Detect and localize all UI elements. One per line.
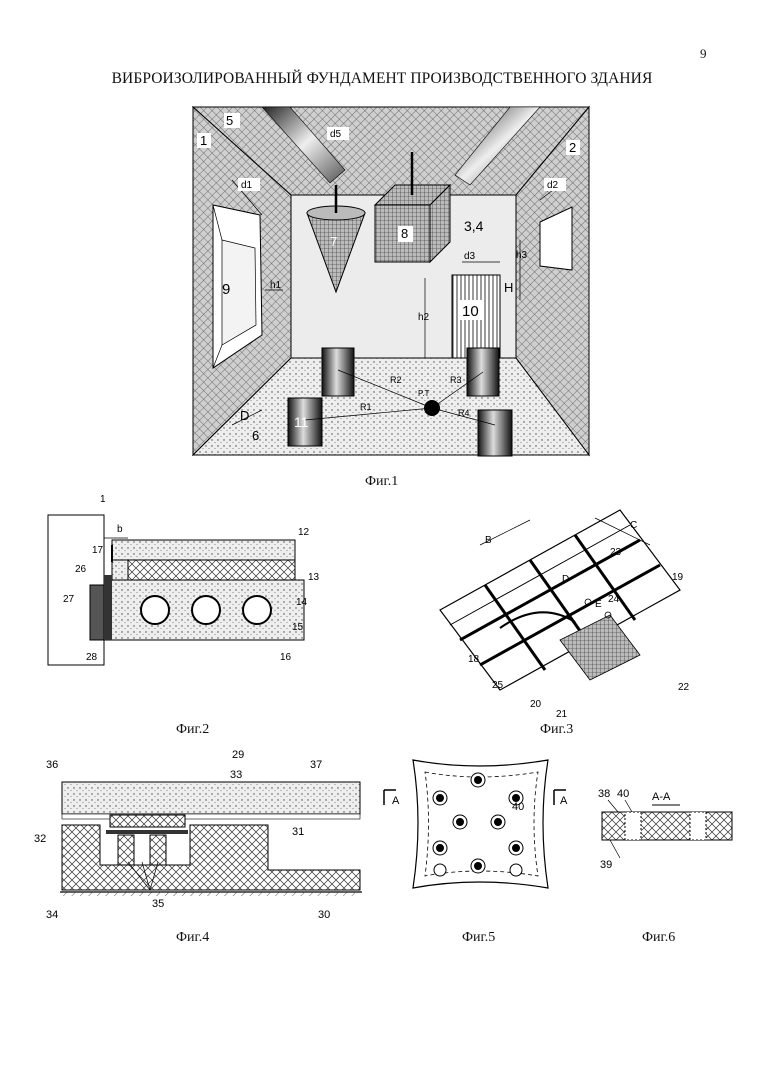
- fig1-label-d5: d5: [330, 129, 342, 140]
- fig3-label-E: E: [595, 599, 602, 610]
- fig1-label-d3: d3: [464, 251, 476, 262]
- fig4-label-29: 29: [232, 749, 244, 761]
- fig3-label-19: 19: [672, 572, 684, 583]
- fig1-label-8: 8: [401, 226, 408, 241]
- fig2-labels: 1 b 17 12 13 14 15 16 26 27 28: [63, 494, 320, 663]
- fig6-caption: Фиг.6: [642, 930, 676, 945]
- fig1-label-r3: R3: [450, 375, 462, 385]
- fig2-label-28: 28: [86, 652, 98, 663]
- fig5-label-A-right: A: [560, 795, 568, 807]
- fig1-label-9: 9: [222, 281, 230, 298]
- fig3-grid-drawing: [439, 509, 681, 691]
- fig4-label-36: 36: [46, 759, 58, 771]
- fig4-label-35: 35: [152, 898, 164, 910]
- fig1-label-11: 11: [294, 414, 309, 430]
- fig1-label-pt: P.T: [418, 389, 430, 398]
- fig1-label-H: H: [504, 280, 513, 295]
- fig1-label-r2: R2: [390, 375, 402, 385]
- fig1-label-r1: R1: [360, 402, 372, 412]
- fig6-labels: 38 40 A-A 39: [598, 788, 671, 871]
- fig3-label-20: 20: [530, 699, 542, 710]
- fig5-caption: Фиг.5: [462, 930, 496, 945]
- fig1-labels: 5 1 2 d5 d1 d2 3,4 7 8 d3 h3 H 9 h1 h2 1…: [197, 113, 580, 443]
- fig2-label-16: 16: [280, 652, 292, 663]
- fig5-plate-drawing: [383, 759, 566, 889]
- fig4-labels: 36 29 33 37 32 31 34 35 30: [34, 749, 330, 921]
- fig1-label-h2: h2: [418, 312, 430, 323]
- fig4-label-31: 31: [292, 826, 304, 838]
- fig2-section-drawing: [47, 514, 305, 666]
- fig3-labels: B C D E 23 19 24 18 25 20 21 22: [468, 520, 690, 720]
- fig3-label-B: B: [485, 535, 492, 546]
- fig3-label-24: 24: [608, 594, 620, 605]
- fig3-label-22: 22: [678, 682, 690, 693]
- fig1-label-D: D: [240, 408, 249, 423]
- fig1-label-d1: d1: [241, 180, 253, 191]
- fig4-label-30: 30: [318, 909, 330, 921]
- fig5-labels: A A 40: [392, 795, 568, 813]
- fig4-caption: Фиг.4: [176, 930, 210, 945]
- fig1-label-1: 1: [200, 133, 207, 148]
- fig3-label-23: 23: [610, 547, 622, 558]
- fig3-caption: Фиг.3: [540, 722, 574, 737]
- fig1-label-7: 7: [330, 234, 337, 249]
- fig1-label-3-4: 3,4: [464, 218, 484, 234]
- fig6-label-section: A-A: [652, 791, 671, 803]
- fig1-label-10: 10: [462, 303, 479, 320]
- fig4-label-32: 32: [34, 833, 46, 845]
- fig2-label-26: 26: [75, 564, 87, 575]
- fig1-room-drawing: [191, 105, 591, 457]
- fig2-label-15: 15: [292, 622, 304, 633]
- fig2-label-27: 27: [63, 594, 75, 605]
- fig2-label-14: 14: [296, 597, 308, 608]
- fig3-label-21: 21: [556, 709, 568, 720]
- page-title: ВИБРОИЗОЛИРОВАННЫЙ ФУНДАМЕНТ ПРОИЗВОДСТВ…: [111, 70, 653, 87]
- fig6-label-39: 39: [600, 859, 612, 871]
- fig3-label-C: C: [630, 520, 637, 531]
- fig6-section-drawing: [601, 799, 733, 859]
- fig5-label-40: 40: [512, 801, 524, 813]
- fig2-label-1: 1: [100, 494, 106, 505]
- fig4-section-drawing: [60, 781, 362, 896]
- fig2-caption: Фиг.2: [176, 722, 210, 737]
- fig2-label-17: 17: [92, 545, 104, 556]
- fig4-label-34: 34: [46, 909, 58, 921]
- fig1-label-r4: R4: [458, 408, 470, 418]
- fig1-label-6: 6: [252, 428, 259, 443]
- fig1-label-h1: h1: [270, 280, 282, 291]
- fig4-label-33: 33: [230, 769, 242, 781]
- fig2-label-13: 13: [308, 572, 320, 583]
- fig4-label-37: 37: [310, 759, 322, 771]
- page-number: 9: [700, 46, 707, 61]
- fig2-label-12: 12: [298, 527, 310, 538]
- fig3-label-D: D: [562, 574, 569, 585]
- fig3-label-25: 25: [492, 680, 504, 691]
- fig6-label-40: 40: [617, 788, 629, 800]
- fig1-label-2: 2: [569, 140, 576, 155]
- fig5-label-A-left: A: [392, 795, 400, 807]
- fig1-label-d2: d2: [547, 180, 559, 191]
- fig3-label-18: 18: [468, 654, 480, 665]
- fig2-label-b: b: [117, 524, 123, 535]
- fig1-label-5: 5: [226, 113, 233, 128]
- fig1-label-h3: h3: [516, 250, 528, 261]
- fig1-caption: Фиг.1: [365, 474, 399, 489]
- fig6-label-38: 38: [598, 788, 610, 800]
